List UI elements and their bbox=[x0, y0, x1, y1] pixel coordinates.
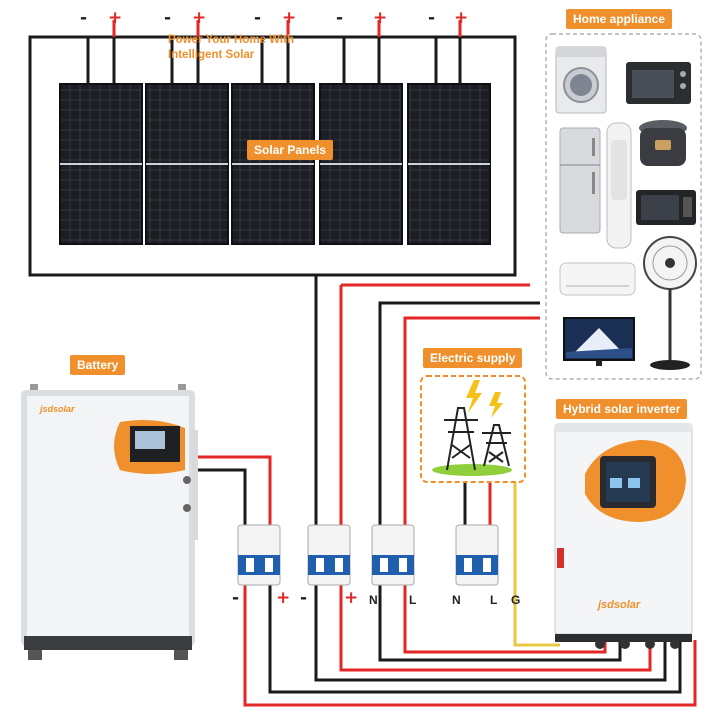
lightning-icon bbox=[489, 392, 503, 418]
inverter-brand-logo: jsdsolar bbox=[598, 599, 641, 611]
headline-line-1: Power Your Home With bbox=[168, 34, 294, 46]
home-appliance-label: Home appliance bbox=[566, 9, 673, 29]
solar-panels-label: Solar Panels bbox=[247, 140, 334, 160]
solar-panel bbox=[59, 83, 143, 245]
ac-wires bbox=[378, 301, 560, 647]
breaker-battery bbox=[237, 524, 281, 586]
electric-supply-label: Electric supply bbox=[423, 348, 523, 368]
load-neutral-terminal: N bbox=[369, 593, 378, 607]
headline: Power Your Home With Intelligent Solar bbox=[168, 33, 294, 63]
battery-unit bbox=[21, 384, 198, 660]
panel-negative-sign: - bbox=[254, 8, 262, 28]
panel-positive-sign: + bbox=[108, 8, 123, 28]
breaker-load bbox=[371, 524, 415, 586]
panel-positive-sign: + bbox=[282, 8, 297, 28]
pv-positive-terminal: + bbox=[344, 588, 359, 608]
standing-fan-icon bbox=[643, 236, 697, 370]
headline-line-2: Intelligent Solar bbox=[168, 49, 255, 61]
panel-negative-sign: - bbox=[80, 8, 88, 28]
battery-wires bbox=[190, 455, 272, 525]
oven-icon bbox=[626, 62, 691, 104]
solar-panel bbox=[319, 83, 403, 245]
pv-negative-terminal: - bbox=[300, 588, 308, 608]
battery-negative-terminal: - bbox=[232, 588, 240, 608]
washing-machine-icon bbox=[555, 46, 607, 114]
breaker-grid bbox=[455, 524, 499, 586]
grid-live-terminal: L bbox=[490, 593, 498, 607]
solar-panel-array bbox=[59, 83, 491, 245]
grid-neutral-terminal: N bbox=[452, 593, 461, 607]
battery-label: Battery bbox=[70, 355, 126, 375]
solar-panel bbox=[407, 83, 491, 245]
panel-negative-sign: - bbox=[428, 8, 436, 28]
solar-panel bbox=[145, 83, 229, 245]
hybrid-inverter bbox=[554, 423, 693, 649]
load-live-terminal: L bbox=[409, 593, 417, 607]
inverter-label: Hybrid solar inverter bbox=[556, 399, 688, 419]
panel-positive-sign: + bbox=[192, 8, 207, 28]
air-conditioner-tower-icon bbox=[606, 122, 632, 249]
television-icon bbox=[563, 317, 635, 366]
microwave-icon bbox=[636, 190, 696, 225]
inverter-bottom-wires bbox=[243, 585, 697, 707]
power-tower-icon bbox=[444, 407, 478, 471]
battery-positive-terminal: + bbox=[276, 588, 291, 608]
panel-positive-sign: + bbox=[454, 8, 469, 28]
battery-brand-logo: jsdsolar bbox=[40, 404, 75, 414]
electric-supply-box bbox=[420, 375, 526, 483]
panel-positive-sign: + bbox=[373, 8, 388, 28]
lightning-icon bbox=[466, 380, 482, 413]
solar-panel bbox=[231, 83, 315, 245]
rice-cooker-icon bbox=[639, 120, 687, 166]
power-tower-icon bbox=[482, 424, 511, 467]
breaker-group bbox=[237, 524, 499, 586]
breaker-pv bbox=[307, 524, 351, 586]
panel-negative-sign: - bbox=[164, 8, 172, 28]
wall-air-conditioner-icon bbox=[559, 262, 636, 296]
pv-to-breaker-wires bbox=[314, 275, 530, 525]
panel-wires bbox=[28, 20, 517, 277]
panel-negative-sign: - bbox=[336, 8, 344, 28]
appliance-panel bbox=[545, 33, 702, 380]
refrigerator-icon bbox=[559, 127, 601, 234]
ground-terminal: G bbox=[511, 593, 521, 607]
